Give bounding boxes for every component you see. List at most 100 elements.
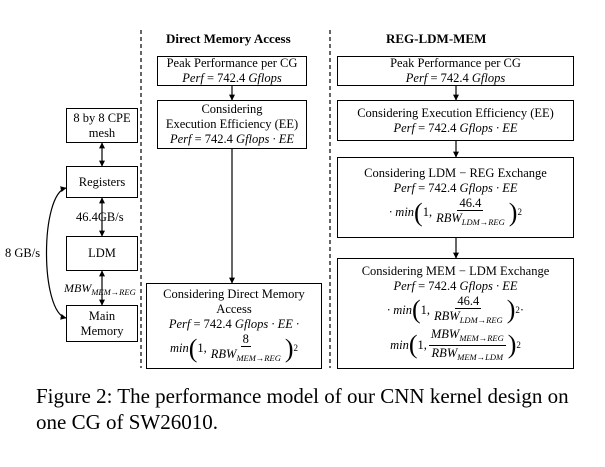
- dma-ee-formula: Perf = 742.4 Gflops · EE: [170, 132, 294, 147]
- min-operator: · min: [389, 205, 415, 219]
- dma-final-formula-1: Perf = 742.4 Gflops · EE ·: [169, 317, 299, 332]
- paren-open: (: [411, 295, 421, 324]
- mem-bandwidth: 8 GB/s: [5, 246, 41, 260]
- dma-ee-title-2: Execution Efficiency (EE): [165, 117, 299, 131]
- perf-value: = 742.4: [414, 181, 460, 195]
- min-operator: min: [390, 337, 409, 352]
- rbw-text: RBW: [436, 211, 462, 225]
- rbw-subscript: LDM→REG: [461, 217, 505, 227]
- reg-mem-formula-1: Perf = 742.4 Gflops · EE: [393, 279, 517, 294]
- reg-peak-title: Peak Performance per CG: [390, 56, 521, 70]
- registers-box: Registers: [66, 166, 138, 198]
- mem-ldm-fraction: MBWMEM→REG RBWMEM→LDM: [428, 326, 506, 364]
- gflops-unit: Gflops: [459, 278, 493, 293]
- ldm-reg-fraction: 46.4 RBWLDM→REG: [432, 294, 505, 327]
- reg-mem-title: Considering MEM − LDM Exchange: [361, 263, 550, 278]
- reg-ldm-formula-1: Perf = 742.4 Gflops · EE: [393, 181, 517, 196]
- dma-peak-box: Peak Performance per CG Perf = 742.4 Gfl…: [157, 56, 307, 86]
- gflops-unit: Gflops: [236, 132, 270, 146]
- perf-value: = 742.4: [414, 120, 460, 135]
- paren-open: (: [414, 197, 423, 227]
- dma-ee-title-1: Considering: [201, 102, 263, 116]
- gflops-unit: Gflops: [248, 71, 282, 85]
- perf-value: = 742.4: [427, 71, 472, 85]
- paren-open: (: [408, 330, 418, 359]
- ldm-label: LDM: [88, 246, 116, 260]
- perf-value: = 742.4: [191, 132, 237, 146]
- perf-symbol: Perf: [182, 71, 204, 85]
- reg-ee-box: Considering Execution Efficiency (EE) Pe…: [337, 100, 574, 141]
- reg-ldm-box: Considering LDM − REG Exchange Perf = 74…: [337, 157, 574, 238]
- reg-peak-box: Peak Performance per CG Perf = 742.4 Gfl…: [337, 56, 574, 86]
- exponent: 2: [293, 343, 299, 353]
- fraction-denominator: RBWLDM→REG: [434, 211, 507, 229]
- perf-symbol: Perf: [405, 71, 428, 85]
- rbw-text: RBW: [431, 345, 458, 360]
- reg-mem-box: Considering MEM − LDM Exchange Perf = 74…: [337, 258, 574, 369]
- reg-ldm-bandwidth: 46.4GB/s: [76, 210, 124, 224]
- ee-factor: · EE: [269, 132, 295, 146]
- dma-final-title: Considering Direct Memory Access: [163, 287, 305, 316]
- dma-fraction: 8 RBWMEM→REG: [209, 332, 283, 365]
- product-dot: ·: [519, 302, 525, 317]
- ldm-box: LDM: [66, 236, 138, 271]
- header-reg-ldm-mem: REG-LDM-MEM: [386, 31, 487, 46]
- dma-peak-formula: Perf = 742.4 Gflops: [182, 71, 281, 86]
- ee-factor: · EE ·: [268, 317, 300, 331]
- reg-ldm-title: Considering LDM − REG Exchange: [364, 166, 547, 180]
- exponent: 2: [517, 207, 522, 217]
- memory-registers-bypass: [45, 186, 67, 320]
- header-dma: Direct Memory Access: [166, 31, 291, 46]
- main-memory-label: Main Memory: [80, 308, 124, 338]
- fraction-numerator: 46.4: [457, 196, 484, 211]
- dma-final-formula-2: min ( 1, 8 RBWMEM→REG )2: [170, 332, 298, 365]
- registers-label: Registers: [78, 174, 126, 189]
- paren-close: ): [506, 295, 516, 324]
- exponent: 2: [515, 304, 520, 315]
- reg-mem-formula-2: · min ( 1, 46.4 RBWLDM→REG )2 ·: [387, 294, 524, 327]
- dma-peak-title: Peak Performance per CG: [166, 56, 298, 70]
- cpe-mesh-box: 8 by 8 CPE mesh: [66, 108, 138, 143]
- mbw-label: MBWMEM→REG: [64, 281, 136, 297]
- gflops-unit: Gflops: [471, 71, 506, 85]
- gflops-unit: Gflops: [459, 120, 493, 135]
- figure-caption: Figure 2: The performance model of our C…: [36, 384, 569, 434]
- rbw-subscript: MEM→REG: [236, 353, 281, 363]
- rbw-text: RBW: [210, 347, 237, 361]
- reg-peak-formula: Perf = 742.4 Gflops: [406, 71, 505, 86]
- ee-factor: · EE: [492, 181, 518, 195]
- reg-ee-formula: Perf = 742.4 Gflops · EE: [393, 121, 517, 136]
- perf-value: = 742.4: [190, 317, 235, 331]
- perf-symbol: Perf: [393, 181, 415, 195]
- perf-symbol: Perf: [169, 132, 192, 146]
- exponent: 2: [516, 339, 521, 350]
- ee-factor: · EE: [492, 278, 518, 293]
- dma-ee-box: Considering Execution Efficiency (EE) Pe…: [157, 100, 307, 149]
- mbw-text: MBW: [64, 281, 92, 295]
- perf-value: = 742.4: [414, 278, 460, 293]
- ldm-reg-fraction: 46.4 RBWLDM→REG: [434, 196, 507, 229]
- reg-mem-formula-3: min ( 1, MBWMEM→REG RBWMEM→LDM )2: [390, 327, 521, 364]
- perf-symbol: Perf: [393, 120, 415, 135]
- fraction-denominator: RBWMEM→LDM: [430, 346, 506, 364]
- min-operator: · min: [386, 302, 412, 317]
- fraction-denominator: RBWMEM→REG: [209, 347, 283, 365]
- mbw-subscript: MEM→REG: [91, 287, 136, 297]
- reg-ldm-formula-2: · min ( 1, 46.4 RBWLDM→REG )2: [389, 196, 522, 229]
- reg-ee-title: Considering Execution Efficiency (EE): [357, 105, 554, 120]
- paren-close: ): [284, 333, 294, 363]
- perf-value: = 742.4: [203, 71, 249, 85]
- rbw-subscript: LDM→REG: [459, 314, 503, 325]
- rbw-text: RBW: [434, 308, 460, 323]
- paren-close: ): [507, 330, 517, 359]
- mbw-text: MBW: [430, 326, 460, 341]
- min-operator: min: [169, 341, 189, 355]
- fraction-numerator: 46.4: [455, 293, 482, 309]
- min-one: 1,: [420, 302, 431, 317]
- mbw-subscript: MEM→REG: [459, 332, 504, 343]
- perf-symbol: Perf: [168, 317, 191, 331]
- rbw-subscript: MEM→LDM: [457, 351, 504, 362]
- main-memory-box: Main Memory: [66, 305, 138, 342]
- cpe-mesh-label: 8 by 8 CPE mesh: [73, 110, 131, 140]
